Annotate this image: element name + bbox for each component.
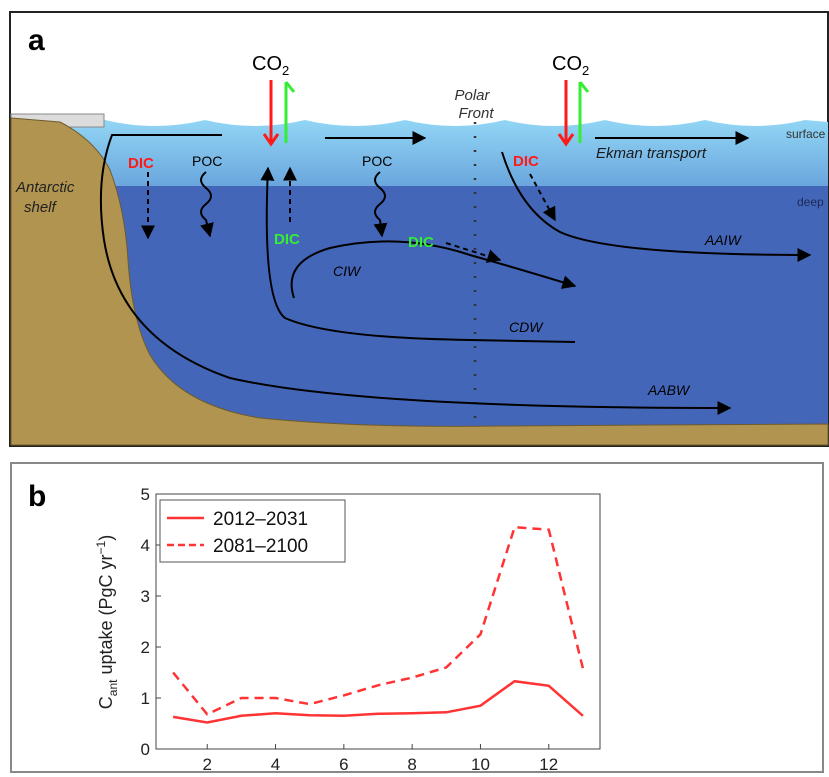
dic-green-left-label: DIC (274, 231, 300, 248)
x-tick-label: 8 (407, 755, 416, 774)
y-tick-label: 3 (141, 587, 150, 606)
legend: 2012–2031 2081–2100 (159, 499, 346, 563)
antarctic-shelf-label-2: shelf (24, 199, 58, 216)
y-tick-label: 4 (141, 536, 150, 555)
y-tick-label: 5 (141, 485, 150, 504)
x-tick-label: 4 (271, 755, 280, 774)
aaiw-label: AAIW (704, 232, 743, 248)
polar-front-label-1: Polar (454, 87, 490, 104)
ciw-flow-line (290, 240, 577, 299)
legend-label-2081-2100: 2081–2100 (213, 536, 308, 557)
legend-label-2012-2031: 2012–2031 (213, 509, 308, 530)
surface-water (11, 120, 828, 186)
co2-right-up-green-arrow (578, 81, 590, 143)
co2-right-down-red-arrow (557, 80, 575, 147)
ekman-transport-label: Ekman transport (596, 145, 707, 162)
y-axis-label: Cant uptake (PgC yr−1) (94, 535, 120, 709)
aabw-flow-line (99, 134, 732, 415)
panel-a-label: a (28, 24, 45, 57)
co2-left-label: CO2 (252, 53, 289, 78)
southern-ocean-diagram: CO2 CO2 Polar Front surface deep Antarct… (9, 11, 829, 447)
aabw-label: AABW (647, 382, 691, 398)
dic-green-right-arrow (445, 242, 502, 263)
chart-outer-frame (10, 462, 824, 773)
x-tick-label: 6 (339, 755, 348, 774)
y-tick-label: 2 (141, 638, 150, 657)
y-tick-label: 1 (141, 689, 150, 708)
poc-left-label: POC (192, 153, 222, 169)
cdw-label: CDW (509, 319, 544, 335)
x-tick-label: 12 (539, 755, 558, 774)
panel-b-label: b (28, 480, 47, 513)
polar-front-label-2: Front (458, 105, 494, 122)
poc-mid-wavy-arrow (373, 171, 388, 238)
cdw-flow-line (260, 166, 576, 343)
legend-box (159, 499, 346, 563)
surface-label: surface (786, 127, 826, 141)
deep-label: deep (797, 195, 824, 209)
dic-red-left-label: DIC (128, 155, 154, 172)
co2-left-up-green-arrow (284, 81, 296, 143)
ciw-label: CIW (333, 263, 362, 279)
series-lines (172, 525, 585, 724)
x-tick-label: 10 (471, 755, 490, 774)
co2-left-down-red-arrow (262, 80, 280, 147)
antarctic-shelf-label-1: Antarctic (15, 179, 75, 196)
series-line-dashed (172, 525, 585, 716)
poc-left-wavy-arrow (200, 171, 214, 238)
antarctic-landmass (10, 117, 829, 446)
series-line-solid (172, 679, 584, 724)
x-tick-label: 2 (202, 755, 211, 774)
y-tick-label: 0 (141, 740, 150, 759)
dic-red-right-label: DIC (513, 153, 539, 170)
poc-mid-label: POC (362, 153, 392, 169)
aaiw-flow-line (501, 151, 812, 262)
co2-right-label: CO2 (552, 53, 589, 78)
dic-green-mid-label: DIC (408, 234, 434, 251)
